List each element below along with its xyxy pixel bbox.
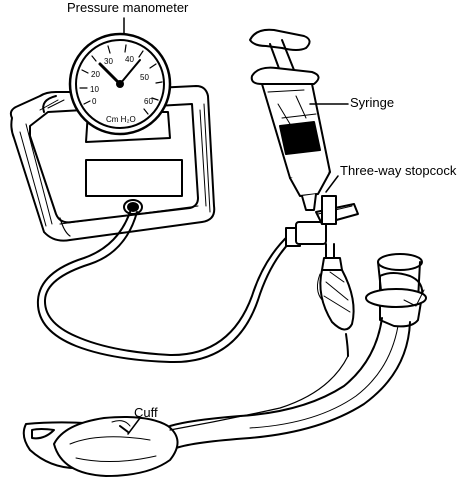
syringe [249, 28, 331, 211]
dial-tick-40: 40 [125, 55, 134, 64]
dial-tick-30: 30 [104, 57, 113, 66]
label-syringe: Syringe [350, 95, 395, 110]
dial-tick-0: 0 [92, 97, 97, 106]
endotracheal-tube [22, 253, 427, 477]
connecting-tube [36, 211, 293, 364]
label-pressure-manometer: Pressure manometer [67, 0, 189, 15]
leader-lines [123, 17, 349, 435]
label-cuff: Cuff [134, 405, 158, 420]
dial-tick-10: 10 [90, 85, 99, 94]
label-three-way-stopcock: Three-way stopcock [340, 163, 457, 178]
dial-unit: Cm H₂O [106, 115, 136, 124]
dial-tick-20: 20 [91, 70, 100, 79]
pressure-gauge: 0 10 20 30 40 50 60 Cm H₂O [68, 32, 172, 143]
dial-tick-50: 50 [140, 73, 149, 82]
three-way-stopcock [285, 195, 359, 259]
dial-tick-60: 60 [144, 97, 153, 106]
pilot-balloon [316, 257, 355, 357]
